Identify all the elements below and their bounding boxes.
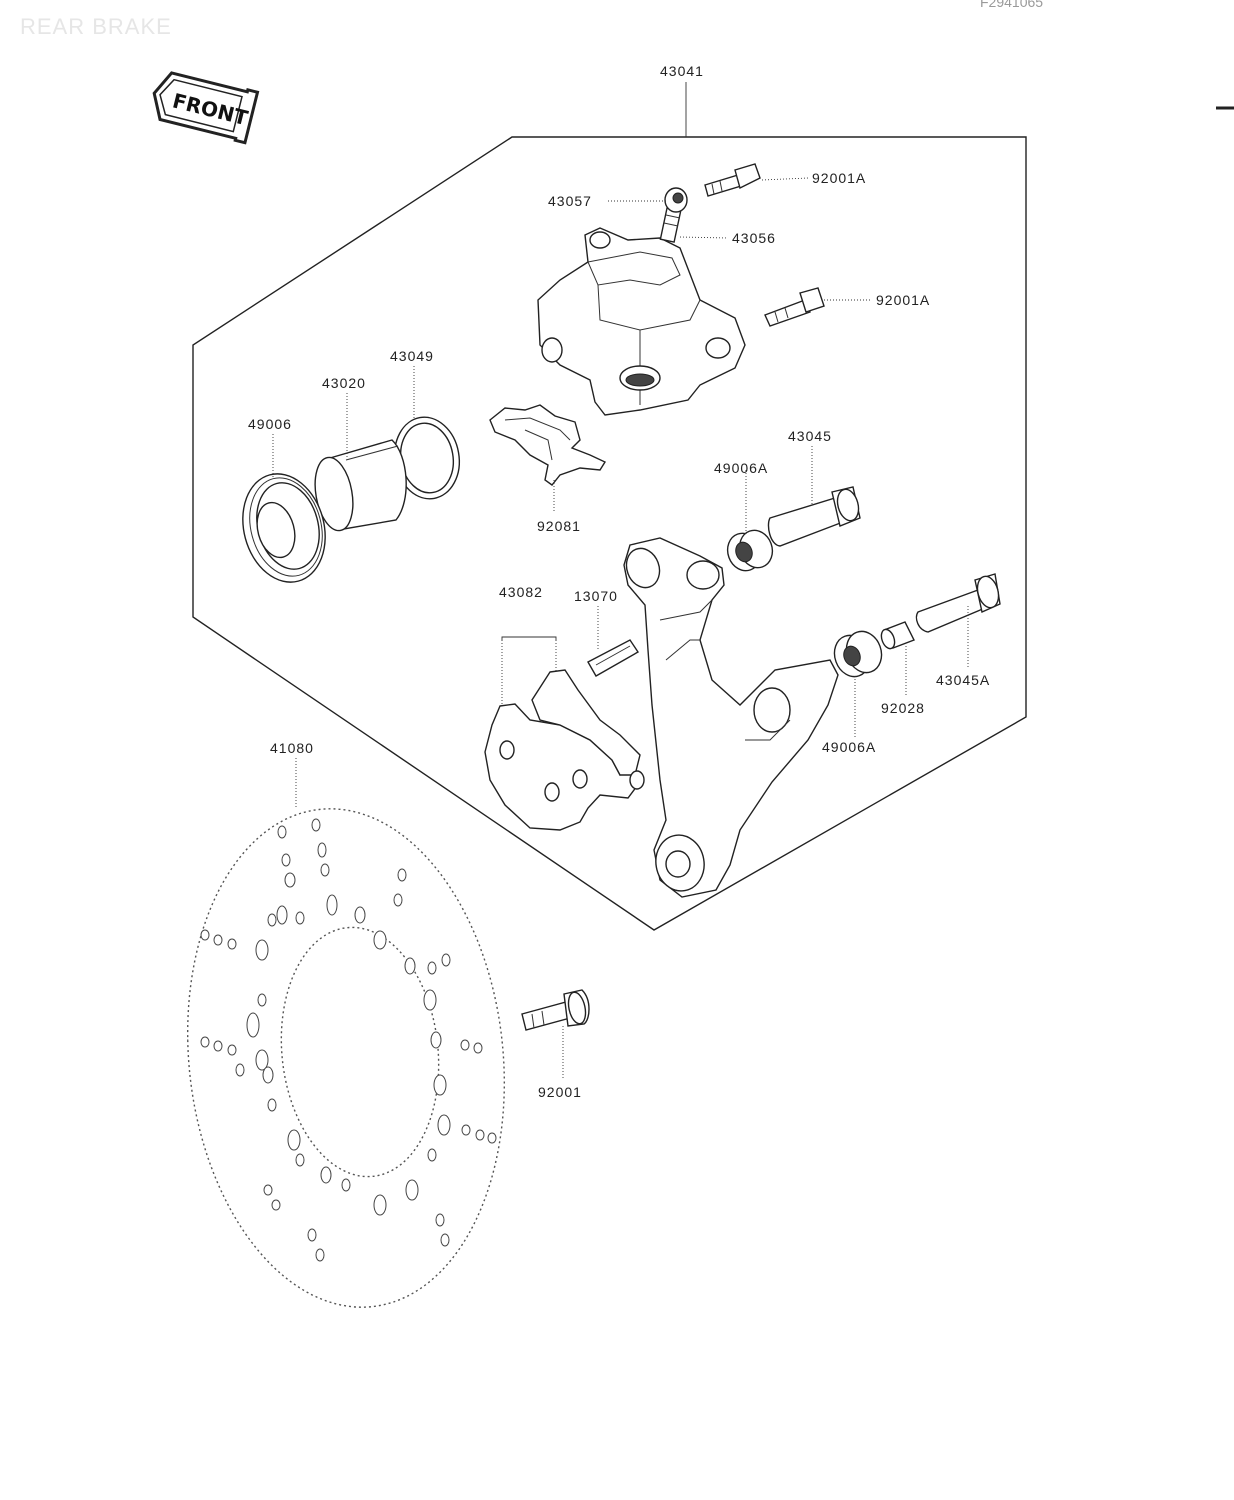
bracket-43082: [501, 636, 557, 640]
label-92001A-mid: 92001A: [876, 292, 931, 308]
label-13070: 13070: [574, 588, 618, 604]
piston: [314, 439, 407, 532]
label-43041: 43041: [660, 63, 704, 79]
label-49006: 49006: [248, 416, 292, 432]
label-43020: 43020: [322, 375, 366, 391]
bolt-92001A-middle: [764, 287, 825, 327]
caliper-body: [537, 227, 746, 416]
bolt-92001A-top: [704, 163, 761, 197]
label-43049: 43049: [390, 348, 434, 364]
label-92028: 92028: [881, 700, 925, 716]
boot-49006A-bottom: [833, 630, 883, 678]
label-92001: 92001: [538, 1084, 582, 1100]
pad-pin-13070: [587, 639, 639, 677]
brake-disc: [186, 808, 506, 1308]
label-49006A-top: 49006A: [714, 460, 769, 476]
brake-pads: [484, 669, 645, 831]
sleeve-92028: [880, 621, 915, 650]
label-43056: 43056: [732, 230, 776, 246]
label-92081: 92081: [537, 518, 581, 534]
front-arrow-icon: FRONT: [152, 71, 260, 145]
label-43045: 43045: [788, 428, 832, 444]
caliper-assembly-frame: [192, 136, 1027, 931]
label-49006A-bottom: 49006A: [822, 739, 877, 755]
caliper-bracket: [623, 537, 839, 898]
leader-43056: [679, 236, 729, 239]
leader-92001A-top: [761, 177, 809, 181]
diagram-title: REAR BRAKE: [20, 14, 172, 39]
diagram-code: F2941065: [980, 0, 1044, 10]
label-43045A: 43045A: [936, 672, 991, 688]
bleeder-cap: [664, 187, 688, 213]
disc-bolt-92001: [521, 989, 590, 1031]
label-41080: 41080: [270, 740, 314, 756]
label-92001A-top: 92001A: [812, 170, 867, 186]
slide-pin-43045: [767, 486, 861, 547]
label-43082: 43082: [499, 584, 543, 600]
slide-pin-43045A: [915, 573, 1001, 633]
boot-49006A-top: [726, 529, 774, 572]
dust-boot: [242, 473, 326, 583]
label-43057: 43057: [548, 193, 592, 209]
pad-spring: [489, 404, 607, 486]
